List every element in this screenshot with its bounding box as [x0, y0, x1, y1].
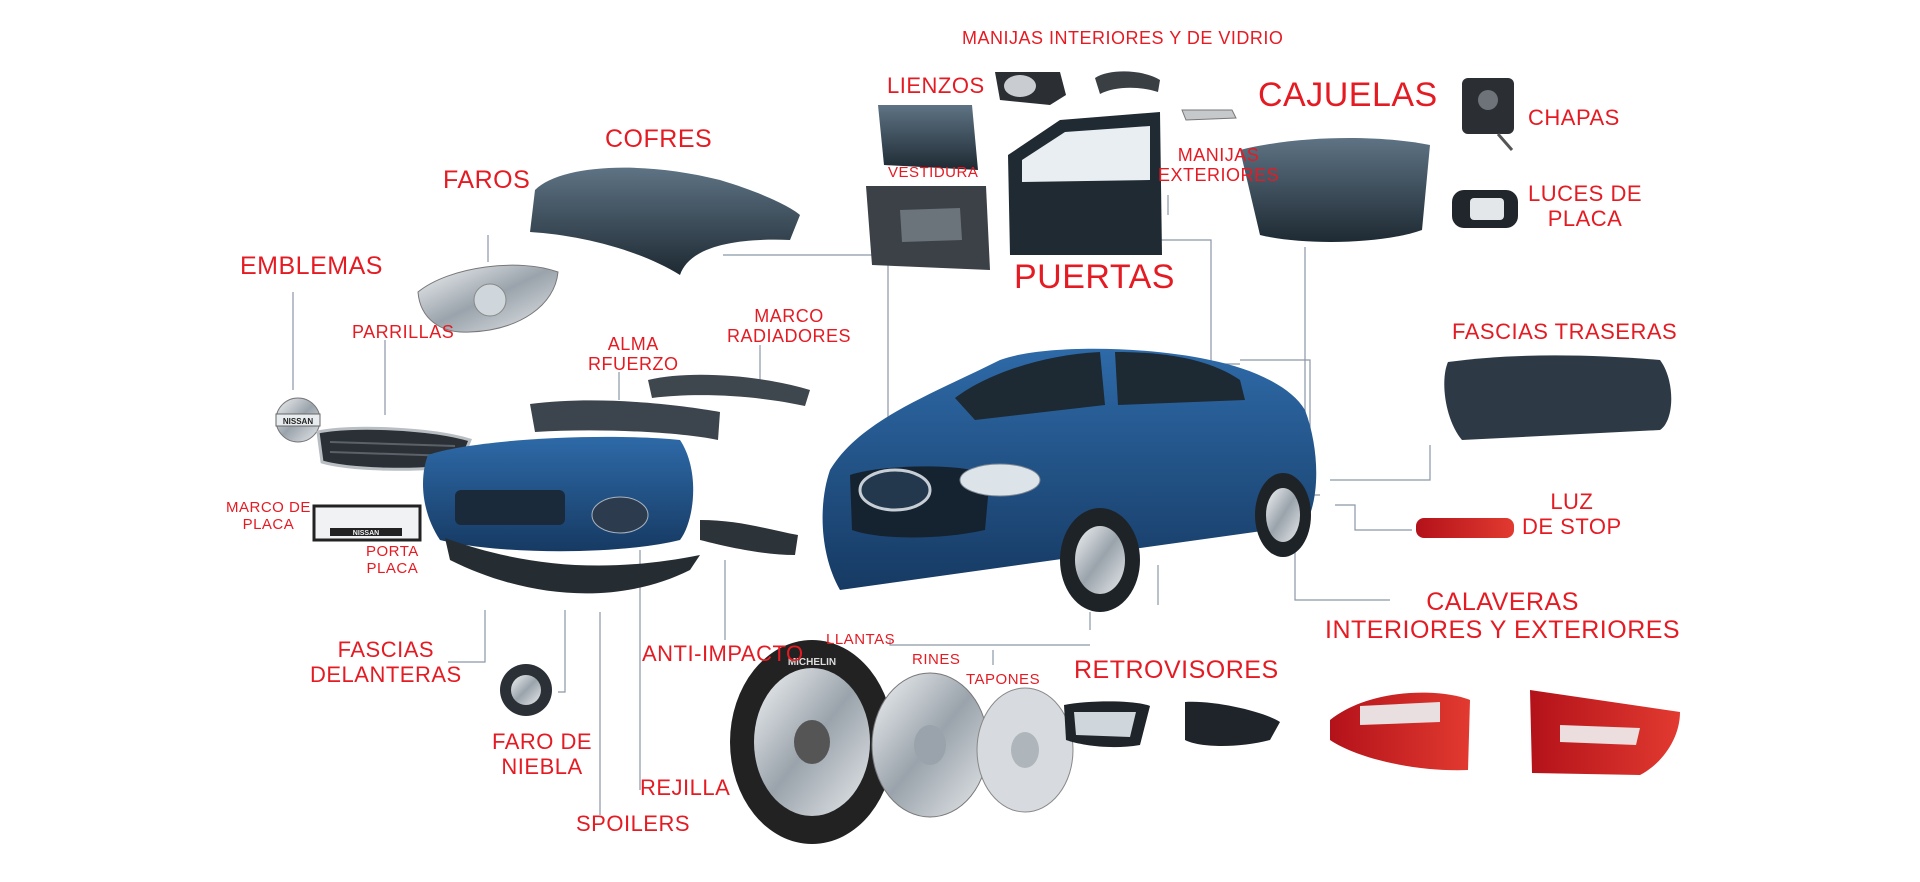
hubcap-part — [976, 687, 1074, 813]
label-faro-de-niebla: Faro de niebla — [492, 729, 593, 779]
label-marco-de-placa: Marco de placa — [226, 499, 311, 534]
label-retrovisores: Retrovisores — [1074, 656, 1279, 684]
marco-de-placa-line2: placa — [242, 515, 295, 533]
latch-part — [1462, 78, 1514, 151]
label-faros: Faros — [443, 166, 531, 194]
marco-de-placa-line1: Marco de — [226, 499, 311, 516]
rear-bumper-part — [1444, 355, 1672, 440]
door-part — [1008, 112, 1162, 255]
fascias-delanteras-line2: delanteras — [310, 661, 462, 687]
emblem-brand: NISSAN — [283, 417, 313, 426]
luces-de-placa-line2: placa — [1547, 205, 1623, 231]
label-puertas: Puertas — [1014, 258, 1175, 296]
label-calaveras: Calaveras interiores y exteriores — [1325, 588, 1680, 644]
brake-light-part — [1416, 518, 1514, 538]
label-tapones: Tapones — [966, 671, 1041, 688]
porta-placa-line2: placa — [366, 559, 419, 577]
label-fascias-delanteras: Fascias delanteras — [310, 637, 462, 687]
label-porta-placa: Porta placa — [366, 543, 419, 578]
plate-frame-part: NISSAN — [312, 504, 422, 542]
label-cofres: Cofres — [605, 125, 713, 153]
calaveras-line2: interiores y exteriores — [1325, 616, 1681, 644]
door-trim-part — [866, 186, 990, 270]
label-parrillas: Parrillas — [352, 322, 455, 342]
label-llantas: Llantas — [826, 631, 896, 648]
door-skin-part — [878, 105, 978, 170]
porta-placa-line1: Porta — [366, 543, 419, 560]
label-manijas-interiores: Manijas interiores y de vidrio — [962, 28, 1284, 48]
rim-part — [871, 672, 989, 818]
manijas-exteriores-line2: exteriores — [1158, 165, 1280, 186]
car-image — [822, 348, 1317, 612]
label-spoilers: Spoilers — [576, 811, 691, 836]
label-rines: Rines — [912, 651, 961, 668]
emblem-part: NISSAN — [275, 397, 321, 443]
label-alma-refuerzo: Alma rfuerzo — [588, 334, 679, 374]
alma-refuerzo-line1: Alma — [607, 334, 659, 354]
license-light-part — [1452, 190, 1518, 228]
luz-de-stop-line1: Luz — [1550, 489, 1594, 514]
label-anti-impacto: Anti-impacto — [642, 641, 804, 666]
label-emblemas: Emblemas — [240, 252, 383, 280]
label-marco-radiadores: Marco radiadores — [727, 306, 851, 346]
label-manijas-exteriores: Manijas exteriores — [1158, 145, 1279, 185]
label-rejilla: Rejilla — [640, 775, 731, 800]
spoiler-part — [445, 538, 700, 594]
reinforcement-part — [530, 400, 720, 440]
label-cajuelas: Cajuelas — [1258, 76, 1438, 114]
tire-brand: MICHELIN — [788, 657, 836, 668]
label-luces-de-placa: Luces de placa — [1528, 181, 1643, 231]
marco-radiadores-line2: radiadores — [727, 326, 852, 347]
mirror-part — [1064, 701, 1280, 748]
hood-part — [530, 167, 800, 275]
alma-refuerzo-line2: rfuerzo — [588, 354, 679, 375]
fascias-delanteras-line1: Fascias — [337, 637, 435, 662]
trunk-lid-part — [1240, 138, 1430, 242]
faro-de-niebla-line1: Faro de — [492, 729, 593, 754]
radiator-support-part — [648, 374, 810, 406]
headlamp-part — [417, 264, 559, 333]
label-lienzos: Lienzos — [887, 73, 985, 98]
tail-lamp-part — [1330, 690, 1680, 775]
calaveras-line1: Calaveras — [1426, 588, 1579, 616]
marco-radiadores-line1: Marco — [754, 306, 824, 326]
luces-de-placa-line1: Luces de — [1528, 181, 1643, 206]
interior-handle-part — [995, 71, 1237, 121]
fog-lamp-part — [500, 664, 552, 716]
manijas-exteriores-line1: Manijas — [1177, 145, 1260, 165]
label-chapas: Chapas — [1528, 105, 1620, 130]
label-vestidura: Vestidura — [888, 164, 979, 181]
luz-de-stop-line2: de stop — [1522, 513, 1622, 539]
faro-de-niebla-line2: niebla — [501, 753, 583, 779]
plate-brand: NISSAN — [353, 530, 379, 537]
front-bumper-part — [423, 436, 798, 555]
tire-part: MICHELIN — [730, 640, 894, 844]
label-fascias-traseras: Fascias traseras — [1452, 319, 1678, 344]
label-luz-de-stop: Luz de stop — [1522, 489, 1622, 539]
